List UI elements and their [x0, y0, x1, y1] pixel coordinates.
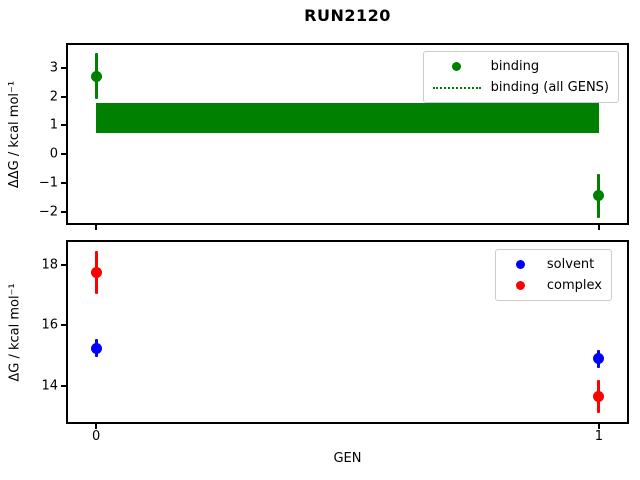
solvent-marker [90, 342, 102, 354]
top-y-axis-label: ΔΔG / kcal mol⁻¹ [7, 80, 23, 188]
binding-all-gens-legend-handle [432, 86, 481, 89]
y-tick-mark [61, 95, 66, 98]
y-tick-label: −2 [38, 204, 58, 220]
y-tick-mark [61, 263, 66, 266]
complex-marker [593, 390, 605, 402]
bottom-y-axis-label: ΔG / kcal mol⁻¹ [7, 282, 23, 382]
solvent-legend-handle [505, 260, 537, 269]
binding-legend-label: binding [490, 59, 540, 74]
all-gens-band [96, 103, 599, 134]
x-tick-mark [95, 225, 98, 230]
legend-row-complex: complex [505, 275, 602, 296]
y-tick-mark [61, 66, 66, 69]
binding-all-gens-legend-label: binding (all GENS) [490, 80, 609, 95]
solvent-legend-label: solvent [546, 257, 595, 272]
y-tick-label: −1 [38, 175, 58, 191]
y-tick-label: 2 [49, 89, 58, 105]
top-legend: binding binding (all GENS) [422, 51, 619, 103]
y-tick-mark [61, 384, 66, 387]
solvent-legend-marker-icon [516, 260, 526, 269]
x-axis-label: GEN [333, 451, 362, 466]
complex-marker [90, 267, 102, 278]
bottom-legend: solvent complex [494, 249, 612, 301]
y-tick-label: 18 [41, 257, 58, 273]
legend-row-solvent: solvent [505, 254, 602, 275]
top-ylabel-box: ΔΔG / kcal mol⁻¹ [2, 43, 28, 225]
complex-legend-label: complex [546, 278, 602, 293]
binding-legend-handle [433, 62, 481, 71]
bottom-axes: solvent complex 18 16 14 0 1 [41, 240, 629, 443]
complex-legend-handle [505, 281, 537, 290]
binding-marker [593, 190, 605, 202]
y-tick-label: 3 [49, 60, 58, 76]
legend-row-binding-all-gens: binding (all GENS) [432, 77, 609, 98]
binding-legend-marker-icon [452, 62, 462, 71]
solvent-marker [593, 353, 605, 365]
complex-legend-marker-icon [516, 281, 526, 290]
x-tick-label: 1 [594, 429, 603, 444]
legend-row-binding: binding [433, 56, 609, 77]
y-tick-mark [61, 181, 66, 184]
binding-all-gens-dotted-line-icon [432, 86, 481, 89]
y-tick-label: 14 [41, 378, 58, 394]
bottom-ylabel-box: ΔG / kcal mol⁻¹ [2, 240, 28, 424]
x-tick-mark [597, 225, 600, 230]
x-tick-label: 0 [92, 429, 101, 444]
x-tick-mark [597, 424, 600, 429]
y-tick-mark [61, 153, 66, 156]
binding-marker [90, 70, 102, 82]
y-tick-mark [61, 324, 66, 327]
y-tick-mark [61, 210, 66, 213]
top-axes: binding binding (all GENS) 3 2 1 0 −1 −2 [39, 43, 629, 230]
y-tick-label: 1 [49, 117, 58, 133]
y-tick-label: 16 [41, 317, 58, 333]
y-tick-mark [61, 124, 66, 127]
y-tick-label: 0 [49, 146, 58, 162]
x-tick-mark [95, 424, 98, 429]
figure-title: RUN2120 [304, 6, 391, 25]
